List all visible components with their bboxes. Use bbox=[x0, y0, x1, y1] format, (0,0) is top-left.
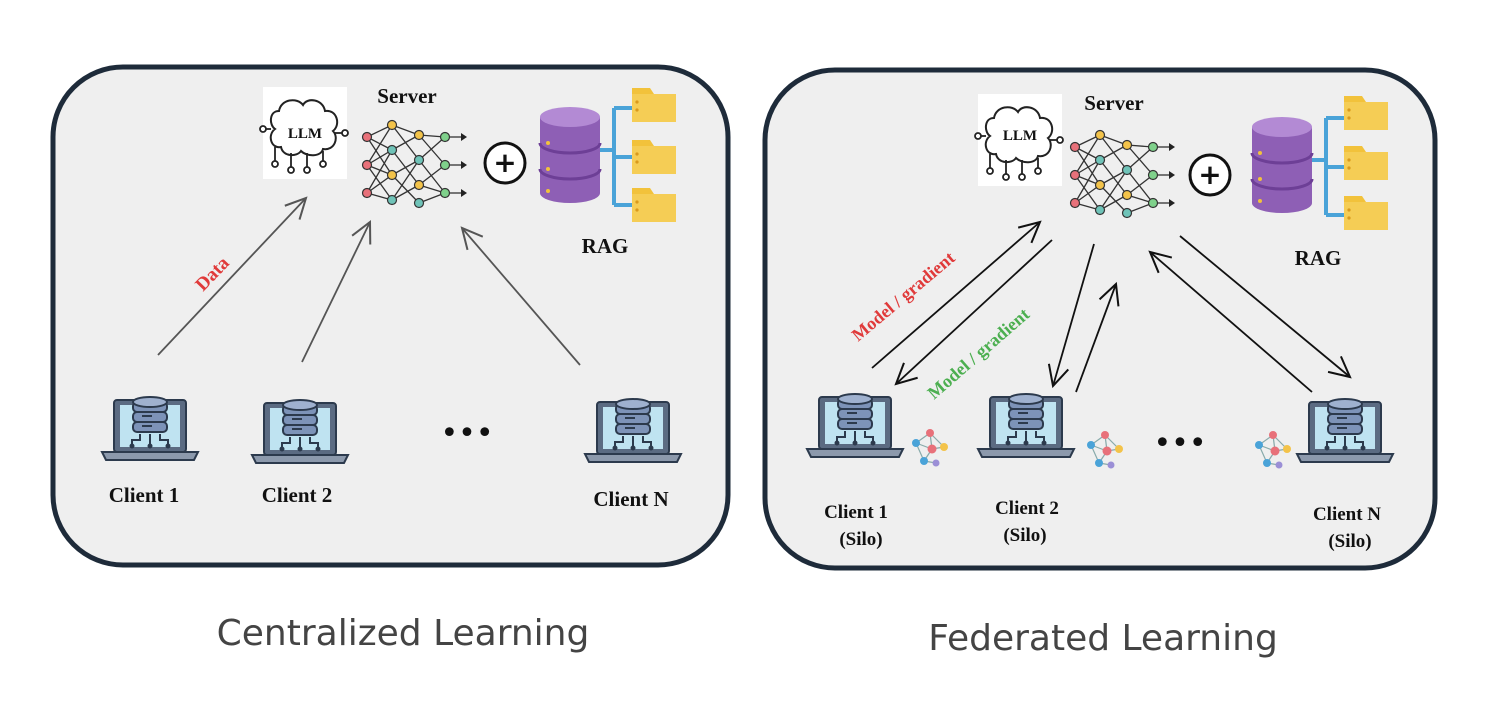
federated-plus-icon: + bbox=[1188, 153, 1232, 197]
centralized-llm-brain-icon: LLM bbox=[259, 86, 349, 180]
federated-client-n-label: Client N bbox=[1313, 504, 1381, 525]
arrow-server-to-client2 bbox=[1047, 243, 1095, 389]
arrow-clientn-up bbox=[1148, 250, 1313, 393]
federated-client-2-laptop-icon bbox=[977, 393, 1075, 458]
federated-panel: LLM Server + RAG bbox=[762, 67, 1438, 571]
centralized-client-n-laptop-icon bbox=[584, 398, 682, 463]
federated-rag-connectors bbox=[1312, 116, 1344, 217]
centralized-rag-label: RAG bbox=[582, 234, 629, 258]
federated-server-label: Server bbox=[1084, 91, 1143, 115]
centralized-client-n-label: Client N bbox=[593, 487, 668, 511]
centralized-llm-label: LLM bbox=[288, 126, 322, 142]
centralized-client-1-laptop-icon bbox=[101, 396, 199, 461]
federated-llm-brain-icon: LLM bbox=[974, 93, 1064, 187]
centralized-rag-database-icon bbox=[538, 105, 602, 205]
centralized-data-arrows bbox=[157, 196, 581, 366]
centralized-caption: Centralized Learning bbox=[217, 613, 590, 654]
federated-rag-database-icon bbox=[1250, 115, 1314, 215]
federated-exchange-arrows bbox=[871, 220, 1352, 393]
centralized-rag-connectors bbox=[600, 106, 632, 207]
arrow-client2-up bbox=[1075, 281, 1120, 393]
centralized-client-2-laptop-icon bbox=[251, 399, 349, 464]
centralized-plus-symbol: + bbox=[493, 146, 516, 179]
federated-client-n-laptop-icon bbox=[1296, 398, 1394, 463]
federated-caption: Federated Learning bbox=[928, 618, 1278, 659]
arrow-server-to-client1 bbox=[894, 239, 1053, 386]
federated-client-2-sub: (Silo) bbox=[1003, 525, 1046, 546]
arrow-clientn-to-server bbox=[460, 226, 581, 366]
centralized-panel: LLM Server + RAG Data bbox=[50, 64, 731, 568]
federated-llm-label: LLM bbox=[1003, 128, 1037, 144]
arrow-client1-up bbox=[871, 220, 1042, 369]
federated-rag-label: RAG bbox=[1295, 246, 1342, 270]
arrow-client1-to-server bbox=[157, 196, 308, 356]
centralized-ellipsis: ••• bbox=[440, 416, 493, 451]
centralized-client-1-label: Client 1 bbox=[109, 483, 180, 507]
federated-client-1-sub: (Silo) bbox=[839, 529, 882, 550]
federated-client-1-laptop-icon bbox=[806, 393, 904, 458]
centralized-server-label: Server bbox=[377, 84, 436, 108]
centralized-client-2-label: Client 2 bbox=[262, 483, 333, 507]
federated-ellipsis: ••• bbox=[1153, 426, 1206, 461]
centralized-plus-icon: + bbox=[483, 141, 527, 185]
federated-client-2-label: Client 2 bbox=[995, 498, 1059, 519]
arrow-server-to-clientn bbox=[1179, 235, 1352, 379]
federated-client-1-label: Client 1 bbox=[824, 502, 888, 523]
arrow-client2-to-server bbox=[301, 219, 372, 363]
federated-client-n-sub: (Silo) bbox=[1328, 531, 1371, 552]
federated-plus-symbol: + bbox=[1198, 158, 1221, 191]
